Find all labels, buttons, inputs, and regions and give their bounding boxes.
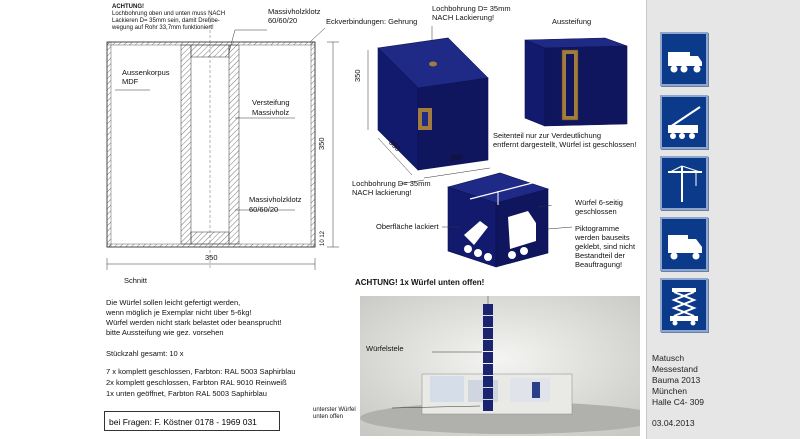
dim-width: 350 (205, 253, 218, 262)
scissor-lift-icon (660, 278, 708, 332)
stiff-note-1: Seitenteil nur zur Verdeutlichung (493, 131, 601, 140)
note-line-4: bitte Aussteifung wie gez. vorsehen (106, 328, 224, 337)
label-massivholzklotz-top-dim: 60/60/20 (268, 16, 298, 25)
dim-height: 350 (317, 137, 326, 150)
label-bore-bottom-1: Lochbohrung D= 35mm (352, 179, 431, 188)
label-aussenkorpus-mat: MDF (122, 77, 139, 86)
date-label: 03.04.2013 (652, 418, 695, 428)
dim-small: 10 12 (320, 230, 326, 246)
dim-a: 350 (353, 69, 362, 82)
stiff-note-2: entfernt dargestellt, Würfel ist geschlo… (493, 140, 637, 149)
utility-truck-icon (660, 217, 708, 271)
info-line-5: Halle C4- 309 (652, 397, 704, 407)
label-stele: Würfelstele (366, 344, 404, 353)
info-line-4: München (652, 386, 687, 396)
label-versteifung: Versteifung (252, 98, 290, 107)
note-spec-2: 2x komplett geschlossen, Farbton RAL 901… (106, 378, 287, 387)
cube-picto-drawing (446, 172, 550, 268)
bore-hole-top (429, 61, 437, 67)
label-lowest-1: unterster Würfel (313, 407, 356, 413)
booth-render (360, 296, 640, 436)
warning-title: ACHTUNG! (112, 4, 144, 10)
warning-open: ACHTUNG! 1x Würfel unten offen! (355, 278, 485, 287)
label-bore-top-2: NACH Lackierung! (432, 13, 495, 22)
contact-box: bei Fragen: F. Köstner 0178 - 1969 031 (104, 411, 280, 431)
note-line-2: wenn möglich je Exemplar nicht über 5-6k… (106, 308, 252, 317)
note-count: Stückzahl gesamt: 10 x (106, 349, 184, 358)
label-bore-top-1: Lochbohrung D= 35mm (432, 4, 511, 13)
section-drawing (106, 15, 339, 270)
label-closed-2: geschlossen (575, 207, 617, 216)
info-line-1: Matusch (652, 353, 685, 363)
label-picto-1: Piktogramme (575, 224, 620, 233)
section-caption: Schnitt (124, 276, 147, 285)
note-line-3: Würfel werden nicht stark belastet oder … (106, 318, 282, 327)
label-bore-bottom-2: NACH lackierung! (352, 188, 412, 197)
picto-vehicle-right (508, 211, 536, 249)
picto-vehicle-left (464, 221, 488, 245)
stiffener-right (228, 44, 240, 245)
note-spec-1: 7 x komplett geschlossen, Farbton: RAL 5… (106, 367, 296, 376)
info-line-2: Messestand (652, 364, 698, 374)
truck-icon (660, 32, 708, 86)
warning-line-2: Lackieren D= 35mm sein, damit Drehbe- (112, 18, 220, 24)
label-aussenkorpus: Aussenkorpus (122, 68, 170, 77)
label-massivholzklotz-bottom: Massivholzklotz (249, 195, 302, 204)
label-picto-2: werden bauseits (575, 233, 630, 242)
info-line-3: Bauma 2013 (652, 375, 701, 385)
note-line-1: Die Würfel sollen leicht gefertigt werde… (106, 298, 241, 307)
label-picto-3: geklebt, sind nicht (575, 242, 636, 251)
label-picto-4: Bestandteil der (575, 251, 626, 260)
cube-iso-drawing (367, 26, 491, 185)
label-aussteifung: Aussteifung (552, 17, 592, 26)
tower-crane-icon (660, 156, 708, 210)
stiffener-left (180, 44, 192, 245)
crane-truck-icon (660, 95, 708, 149)
label-versteifung-mat: Massivholz (252, 108, 290, 117)
label-surface: Oberfläche lackiert (376, 222, 439, 231)
label-eckverbindungen: Eckverbindungen: Gehrung (326, 17, 418, 26)
label-closed-1: Würfel 6-seitig (575, 198, 623, 207)
warning-line-3: wegung auf Rohr 33,7mm funktioniert! (112, 25, 214, 31)
label-massivholzklotz-bottom-dim: 60/60/20 (249, 205, 279, 214)
stele-cube (483, 304, 493, 315)
label-lowest-2: unten offen (313, 414, 343, 420)
cube-right-face (417, 77, 489, 171)
label-picto-5: Beauftragung! (575, 260, 623, 269)
warning-line-1: Lochbohrung oben und unten muss NACH (112, 11, 226, 17)
note-spec-3: 1x unten geöffnet, Farbton RAL 5003 Saph… (106, 389, 267, 398)
cube-stiff-drawing (524, 37, 628, 127)
label-massivholzklotz-top: Massivholzklotz (268, 7, 321, 16)
